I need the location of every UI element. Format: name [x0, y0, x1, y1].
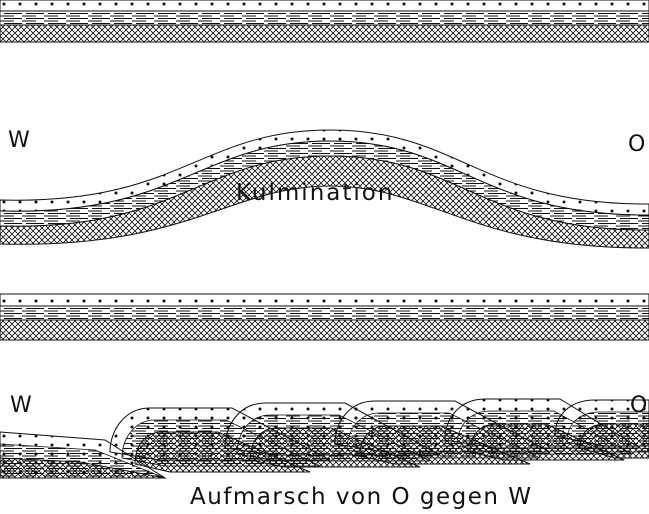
west-label-top: W [8, 128, 31, 153]
strata-flat-middle [0, 294, 649, 340]
west-label-bottom: W [10, 393, 33, 418]
culmination-caption: Kulmination [236, 180, 394, 206]
east-label-bottom: O [630, 393, 648, 418]
strata-thrust-sheets [0, 399, 649, 478]
east-label-top: O [628, 132, 646, 157]
strata-flat-top [0, 0, 649, 42]
thrust-caption: Aufmarsch von O gegen W [190, 484, 533, 510]
